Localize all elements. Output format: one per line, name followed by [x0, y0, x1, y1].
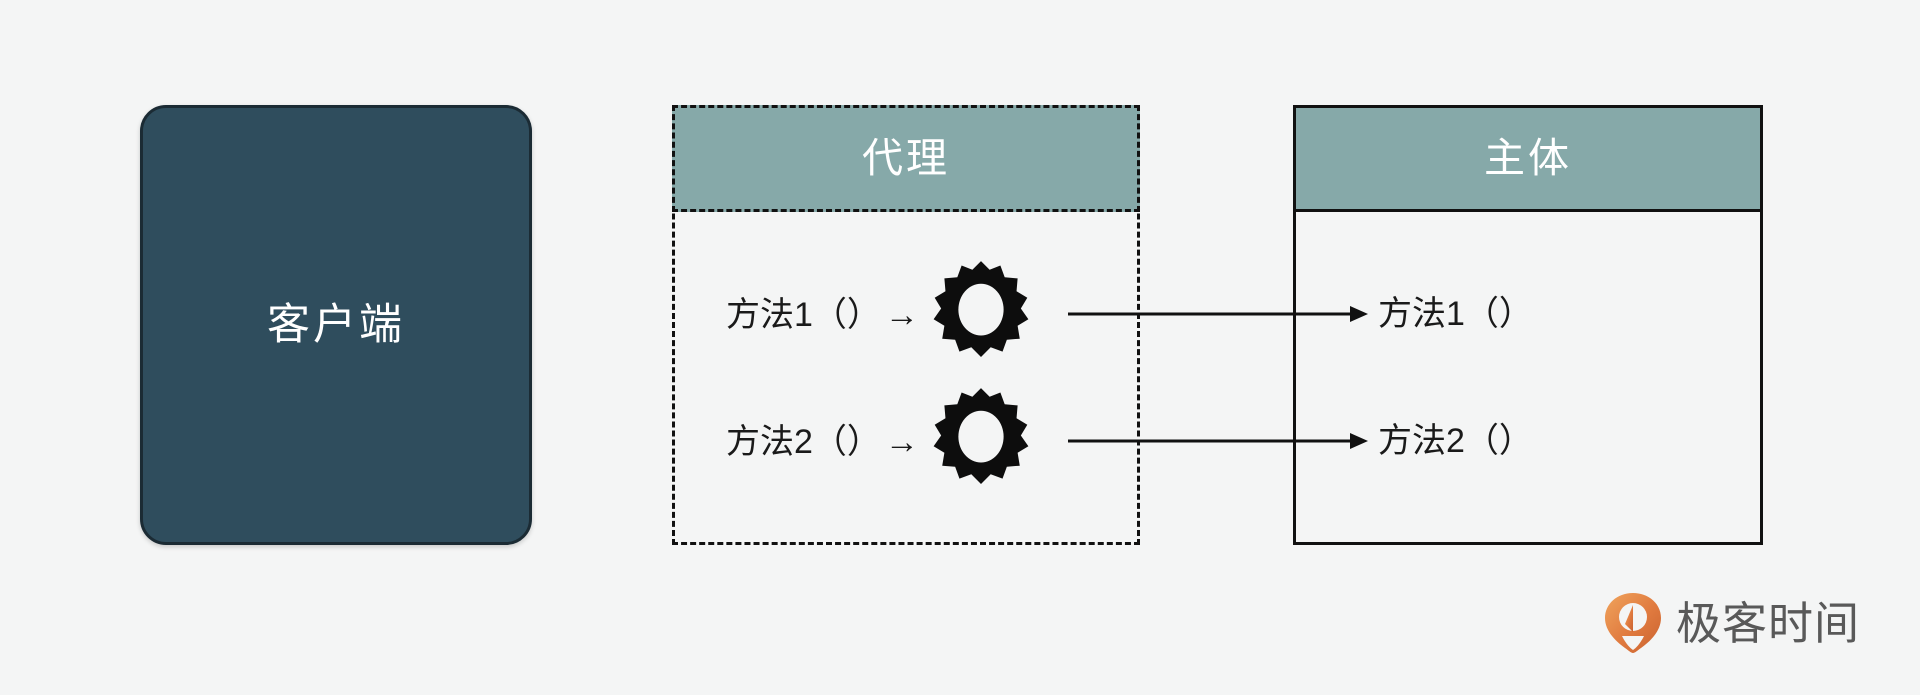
right-arrow-icon: →: [884, 423, 919, 461]
right-arrow-icon: →: [884, 296, 919, 334]
subject-method-label-2: 方法2（）: [1378, 422, 1533, 460]
proxy-header: 代理: [672, 105, 1140, 212]
brand-watermark: 极客时间: [1604, 592, 1860, 654]
gear-icon: [927, 259, 1035, 371]
brand-name: 极客时间: [1676, 597, 1861, 649]
subject-header-label: 主体: [1484, 135, 1572, 181]
gear-icon: [927, 386, 1035, 498]
proxy-method-label-1: 方法1（）: [726, 296, 881, 334]
client-box: 客户端: [140, 105, 532, 545]
proxy-method-label-2: 方法2（）: [726, 423, 881, 461]
connector-arrow-2: [1068, 430, 1368, 452]
proxy-method-row-1: 方法1（） →: [726, 255, 1066, 375]
client-label: 客户端: [267, 300, 405, 349]
geektime-logo-icon: [1604, 592, 1662, 654]
proxy-method-row-2: 方法2（） →: [726, 382, 1066, 502]
proxy-header-label: 代理: [862, 135, 950, 181]
connector-arrow-1: [1068, 303, 1368, 325]
subject-method-label-1: 方法1（）: [1378, 295, 1533, 333]
subject-header: 主体: [1293, 105, 1763, 212]
